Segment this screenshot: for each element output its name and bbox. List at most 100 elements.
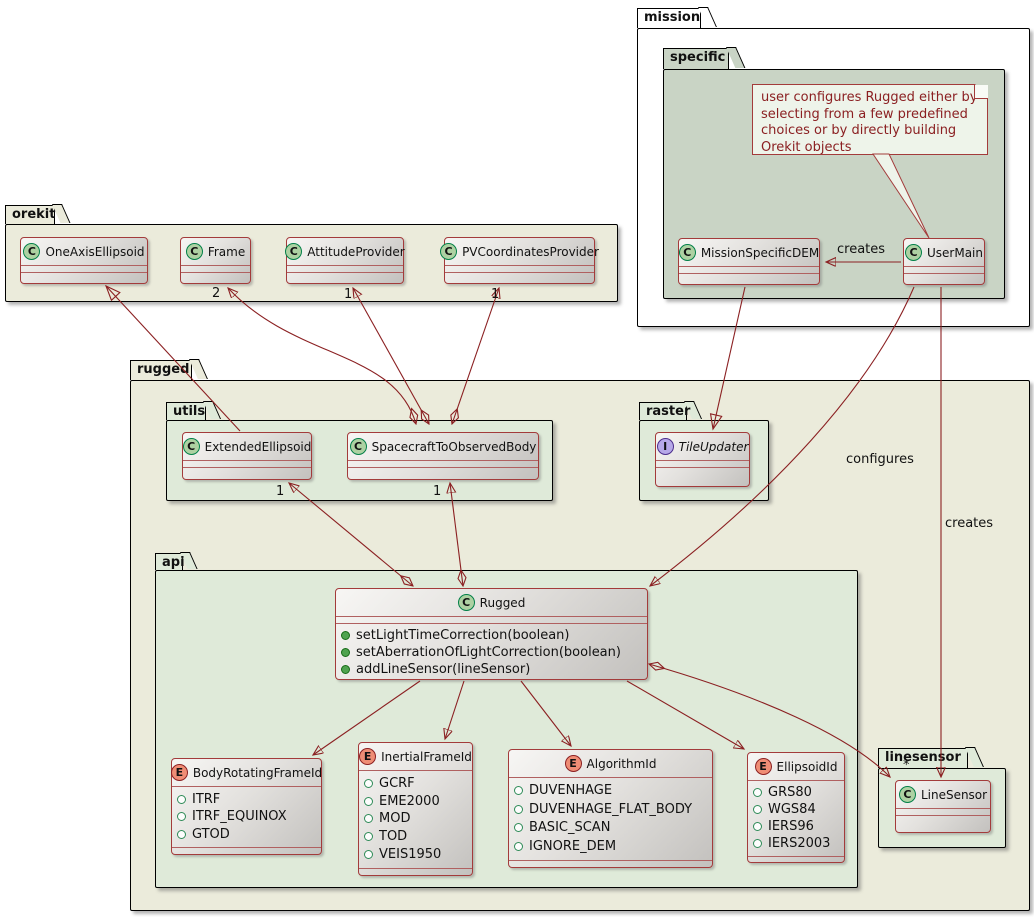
enum-constant-row: MOD bbox=[364, 810, 467, 827]
class-spot-icon: C bbox=[349, 438, 367, 455]
methods-compartment bbox=[181, 272, 250, 283]
class-spot-icon: C bbox=[23, 243, 41, 260]
enum-constant-icon bbox=[364, 832, 373, 842]
package-orekit-label: orekit bbox=[12, 207, 56, 222]
methods-compartment bbox=[509, 860, 712, 867]
enum-constant-label: TOD bbox=[379, 829, 408, 845]
enum-constant-icon bbox=[514, 823, 523, 833]
class-name: LineSensor bbox=[920, 787, 988, 802]
enum-constant-row: DUVENHAGE bbox=[514, 782, 707, 799]
class-name: ExtendedEllipsoid bbox=[204, 439, 312, 454]
enum-constant-icon bbox=[364, 850, 373, 860]
package-utils-tab: utils bbox=[166, 402, 206, 420]
enum-constant-icon bbox=[177, 812, 186, 821]
class-name: Frame bbox=[207, 244, 246, 259]
package-rugged-label: rugged bbox=[137, 362, 190, 377]
enum-name: EllipsoidId bbox=[776, 759, 838, 774]
class-pv-coordinates-provider: C PVCoordinatesProvider bbox=[440, 237, 599, 284]
class-name: AttitudeProvider bbox=[307, 244, 405, 259]
enum-spot-icon: E bbox=[754, 758, 772, 775]
enum-constants-compartment: GRS80 WGS84 IERS96 IERS2003 bbox=[748, 780, 844, 856]
fields-compartment bbox=[896, 808, 990, 815]
enum-constant-label: MOD bbox=[379, 811, 411, 827]
enum-constants-compartment: ITRF ITRF_EQUINOX GTOD bbox=[172, 786, 321, 847]
package-utils-label: utils bbox=[173, 404, 206, 419]
enum-name: InertialFrameId bbox=[381, 749, 472, 764]
enum-constant-label: IERS2003 bbox=[768, 836, 831, 851]
multiplicity-pv-coordinates-provider: 1 bbox=[491, 287, 500, 302]
enum-constant-icon bbox=[753, 822, 762, 831]
fields-compartment bbox=[679, 266, 819, 273]
enum-constant-icon bbox=[514, 841, 523, 851]
fields-compartment bbox=[287, 265, 403, 272]
enum-constants-compartment: GCRF EME2000 MOD TOD VEIS1950 bbox=[359, 770, 472, 868]
methods-compartment bbox=[445, 272, 594, 283]
enum-constant-icon bbox=[514, 786, 523, 796]
class-attitude-provider: C AttitudeProvider bbox=[285, 237, 405, 284]
fields-compartment bbox=[183, 460, 311, 467]
enum-constant-row: GTOD bbox=[177, 826, 316, 843]
class-spot-icon: C bbox=[440, 243, 458, 260]
enum-constant-label: VEIS1950 bbox=[379, 847, 442, 863]
package-orekit-tab: orekit bbox=[5, 205, 55, 224]
package-mission-label: mission bbox=[644, 10, 701, 25]
class-spot-icon: C bbox=[898, 786, 916, 803]
methods-compartment bbox=[679, 273, 819, 284]
class-name: PVCoordinatesProvider bbox=[462, 244, 599, 259]
package-mission-tab: mission bbox=[637, 8, 701, 28]
fields-compartment bbox=[181, 265, 250, 272]
enum-constant-row: VEIS1950 bbox=[364, 846, 467, 863]
methods-compartment bbox=[656, 467, 749, 486]
enum-spot-icon: E bbox=[170, 764, 188, 781]
enum-constant-icon bbox=[177, 829, 186, 839]
enum-constant-row: GCRF bbox=[364, 775, 467, 792]
enum-constant-label: DUVENHAGE bbox=[529, 783, 613, 799]
multiplicity-spacecraft-to-observed-body: 1 bbox=[433, 484, 442, 499]
fields-compartment bbox=[21, 265, 147, 272]
public-method-icon bbox=[341, 648, 350, 657]
class-name: SpacecraftToObservedBody bbox=[371, 439, 537, 454]
fields-compartment bbox=[445, 265, 594, 272]
fields-compartment bbox=[348, 460, 538, 467]
enum-constant-label: BASIC_SCAN bbox=[529, 820, 611, 836]
multiplicity-extended-ellipsoid: 1 bbox=[276, 484, 285, 499]
edge-label-creates-dem: creates bbox=[837, 242, 886, 257]
methods-compartment: setLightTimeCorrection(boolean) setAberr… bbox=[336, 623, 647, 682]
fields-compartment bbox=[904, 266, 984, 273]
enum-constants-compartment: DUVENHAGE DUVENHAGE_FLAT_BODY BASIC_SCAN… bbox=[509, 777, 712, 860]
class-spot-icon: C bbox=[285, 243, 303, 260]
enum-constant-icon bbox=[364, 814, 373, 824]
method-label: setAberrationOfLightCorrection(boolean) bbox=[356, 645, 621, 660]
methods-compartment bbox=[359, 868, 472, 875]
methods-compartment bbox=[172, 847, 321, 854]
methods-compartment bbox=[21, 272, 147, 283]
package-linesensor-label: linesensor bbox=[885, 750, 961, 765]
package-rugged-tab: rugged bbox=[130, 360, 192, 380]
methods-compartment bbox=[183, 467, 311, 479]
enum-constant-row: BASIC_SCAN bbox=[514, 819, 707, 836]
enum-constant-row: GRS80 bbox=[753, 784, 839, 801]
note-fold-icon bbox=[974, 85, 988, 99]
enum-constant-icon bbox=[364, 778, 373, 788]
enum-constant-label: ITRF bbox=[192, 791, 221, 807]
methods-compartment bbox=[348, 467, 538, 479]
enum-constant-icon bbox=[753, 839, 762, 848]
enum-constant-label: DUVENHAGE_FLAT_BODY bbox=[529, 801, 693, 817]
package-raster-label: raster bbox=[646, 404, 691, 419]
enum-constant-label: GTOD bbox=[192, 826, 230, 842]
enum-constant-icon bbox=[753, 788, 762, 797]
methods-compartment bbox=[896, 815, 990, 832]
enum-constant-icon bbox=[364, 796, 373, 806]
enum-spot-icon: E bbox=[564, 755, 582, 772]
package-raster-tab: raster bbox=[639, 402, 691, 420]
methods-compartment bbox=[748, 856, 844, 863]
class-name: MissionSpecificDEM bbox=[700, 245, 820, 260]
method-row: setAberrationOfLightCorrection(boolean) bbox=[341, 644, 642, 661]
enum-constant-row: ITRF_EQUINOX bbox=[177, 808, 316, 825]
